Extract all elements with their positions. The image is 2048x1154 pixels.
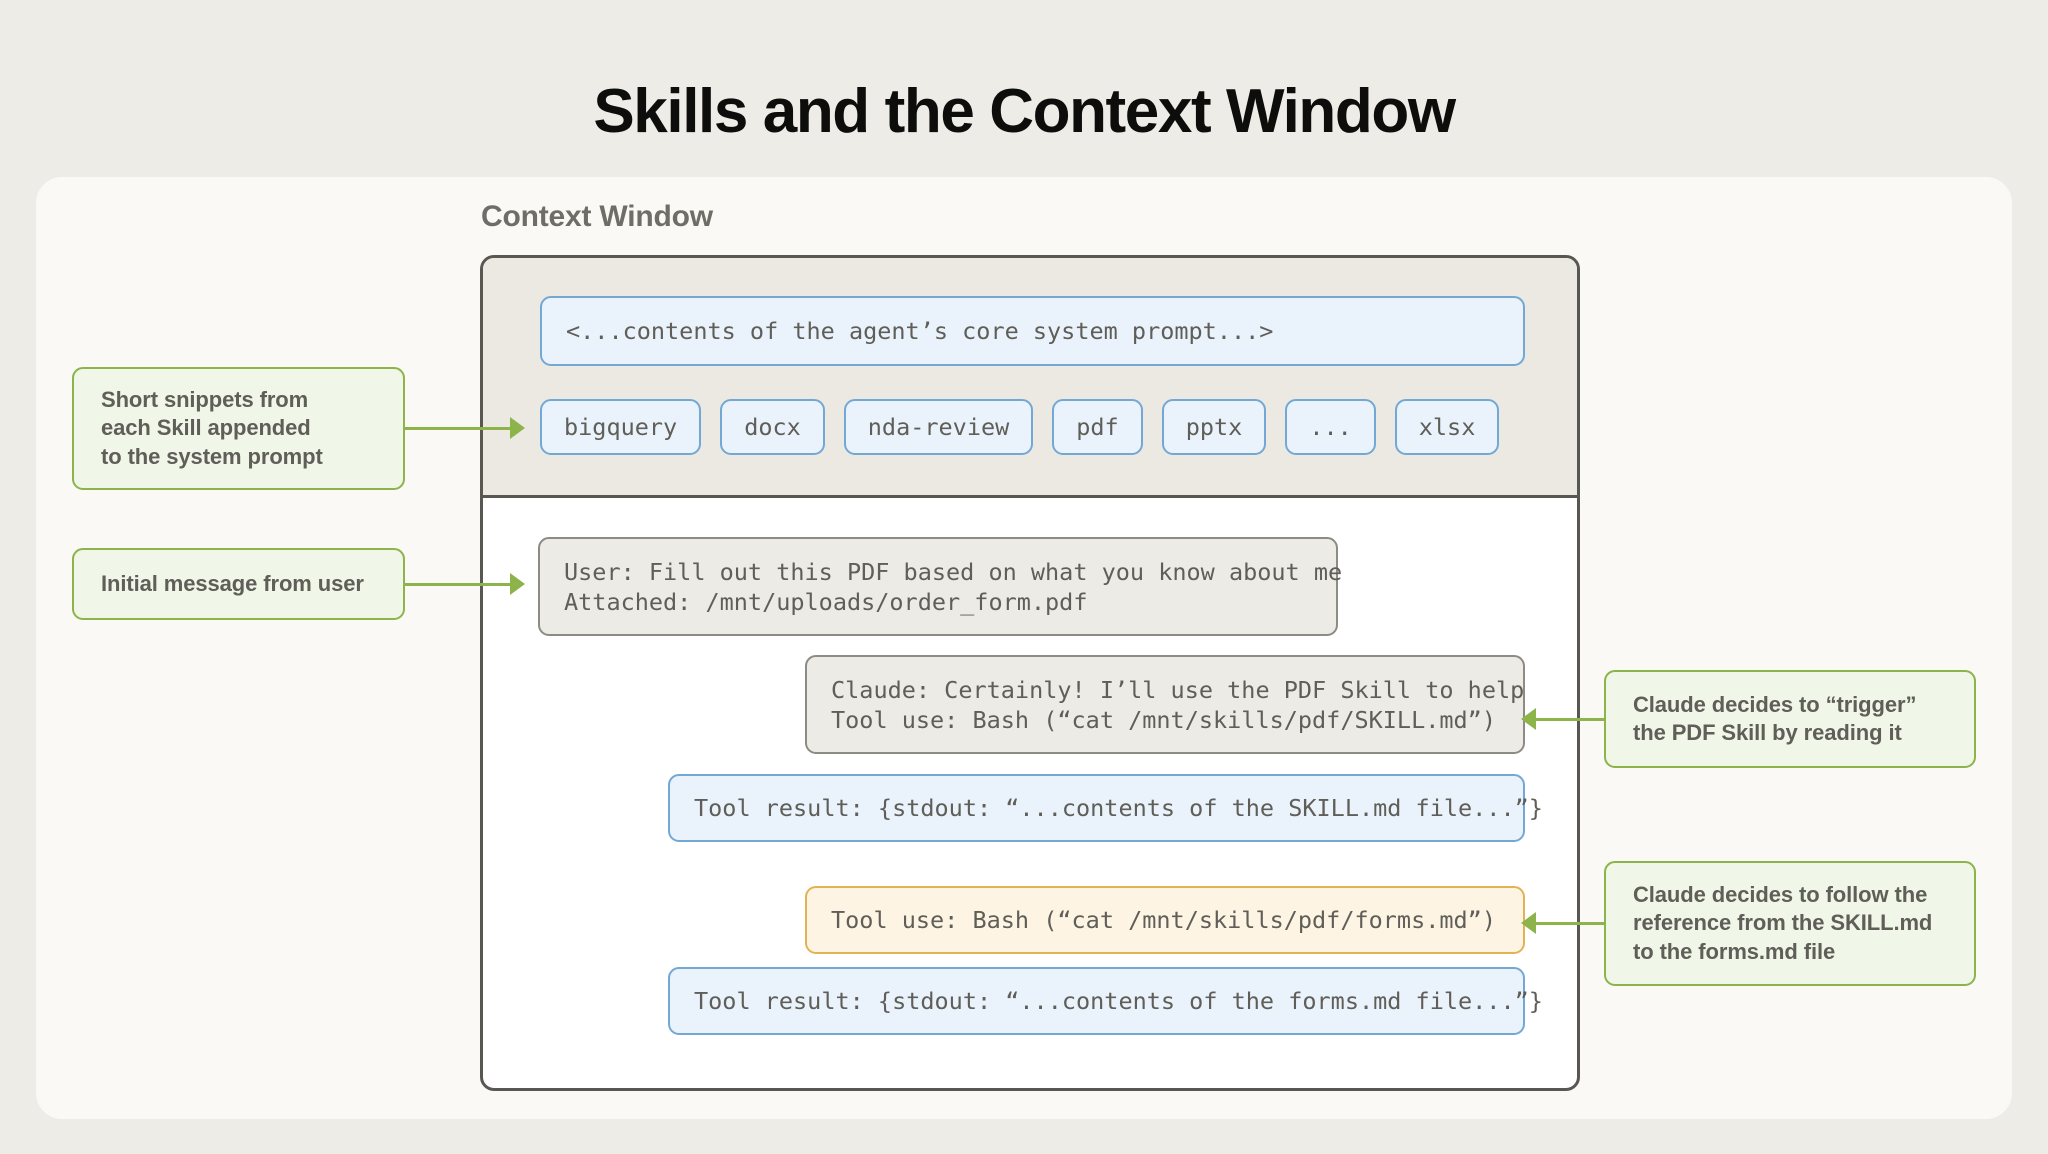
arrow-right-icon: [510, 573, 525, 595]
message-tool-result-forms-md: Tool result: {stdout: “...contents of th…: [668, 967, 1543, 1035]
skill-chip-pptx[interactable]: pptx: [1161, 399, 1267, 455]
annotation-initial-user-message: Initial message from user: [72, 548, 405, 620]
message-assistant: Claude: Certainly! I’ll use the PDF Skil…: [805, 655, 1525, 754]
message-tool-use-forms-md: Tool use: Bash (“cat /mnt/skills/pdf/for…: [805, 886, 1525, 954]
annotation-trigger-pdf-skill-line2: the PDF Skill by reading it: [1633, 720, 1902, 745]
connector-line: [405, 583, 510, 586]
annotation-follow-reference-line3: to the forms.md file: [1633, 938, 1836, 964]
connector-line: [1536, 922, 1604, 925]
message-tool-result-forms-md-line1: Tool result: {stdout: “...contents of th…: [694, 987, 1543, 1015]
arrow-right-icon: [510, 417, 525, 439]
skill-chip-xlsx[interactable]: xlsx: [1394, 399, 1500, 455]
skill-chip-ellipsis[interactable]: ...: [1285, 399, 1376, 455]
annotation-skill-snippets: Short snippets from each Skill appended …: [72, 367, 405, 490]
skill-chip-nda-review[interactable]: nda-review: [843, 399, 1034, 455]
message-user: User: Fill out this PDF based on what yo…: [538, 537, 1343, 636]
message-tool-result-skill-md-line1: Tool result: {stdout: “...contents of th…: [694, 794, 1543, 822]
message-tool-result-skill-md: Tool result: {stdout: “...contents of th…: [668, 774, 1543, 842]
skill-chip-pdf[interactable]: pdf: [1052, 399, 1143, 455]
page-title: Skills and the Context Window: [593, 76, 1456, 146]
arrow-left-icon: [1521, 708, 1536, 730]
context-window-caption: Context Window: [481, 200, 713, 233]
annotation-follow-reference-line1: Claude decides to follow the: [1633, 881, 1928, 907]
connector-line: [1536, 718, 1604, 721]
annotation-initial-user-message-line1: Initial message from user: [101, 570, 364, 596]
message-tool-use-forms-md-line1: Tool use: Bash (“cat /mnt/skills/pdf/for…: [831, 906, 1496, 934]
system-prompt-block: <...contents of the agent’s core system …: [540, 296, 1525, 366]
context-window-frame: <...contents of the agent’s core system …: [480, 255, 1580, 1091]
annotation-follow-reference-line2: reference from the SKILL.md: [1633, 910, 1933, 936]
annotation-skill-snippets-line3: to the system prompt: [101, 443, 323, 469]
connector-line: [405, 427, 510, 430]
skill-chip-docx[interactable]: docx: [720, 399, 825, 455]
message-assistant-line1: Claude: Certainly! I’ll use the PDF Skil…: [831, 675, 1525, 704]
message-user-line2: Attached: /mnt/uploads/order_form.pdf: [564, 587, 1088, 616]
annotation-skill-snippets-line2: each Skill appended: [101, 415, 311, 441]
annotation-trigger-pdf-skill: Claude decides to “trigger” the PDF Skil…: [1604, 670, 1976, 768]
system-prompt-band: [483, 258, 1577, 498]
message-user-line1: User: Fill out this PDF based on what yo…: [564, 557, 1343, 586]
arrow-left-icon: [1521, 912, 1536, 934]
skill-chip-bigquery[interactable]: bigquery: [540, 399, 702, 455]
message-assistant-line2: Tool use: Bash (“cat /mnt/skills/pdf/SKI…: [831, 705, 1496, 734]
skill-chip-row: bigquery docx nda-review pdf pptx ... xl…: [540, 399, 1500, 455]
annotation-follow-reference: Claude decides to follow the reference f…: [1604, 861, 1976, 986]
annotation-skill-snippets-line1: Short snippets from: [101, 386, 309, 412]
annotation-trigger-pdf-skill-line1: Claude decides to “trigger”: [1633, 691, 1917, 717]
